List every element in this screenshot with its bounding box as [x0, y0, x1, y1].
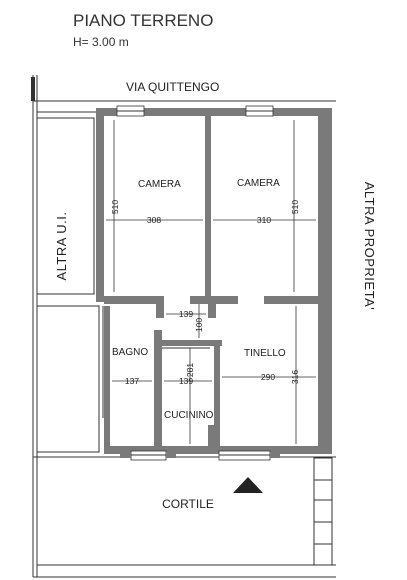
- dim-tinello-width: 290: [261, 372, 275, 382]
- west-wall-lower: [104, 306, 110, 454]
- dim-camera-1-height: 510: [110, 200, 120, 214]
- south-wall: [104, 446, 332, 454]
- left-boundary-mark: [31, 77, 35, 101]
- camera-partition-wall: [205, 116, 211, 302]
- room-label-camera-1: CAMERA: [138, 179, 181, 190]
- courtyard-label: CORTILE: [162, 497, 214, 511]
- room-label-bagno: BAGNO: [112, 347, 148, 358]
- dim-camera-2-width: 310: [257, 215, 271, 225]
- plan-title: PIANO TERRENO: [73, 11, 213, 30]
- left-unit-room-top: [36, 117, 95, 295]
- dim-corridor-depth: 100: [194, 318, 204, 332]
- cucinino-east-wall: [214, 346, 220, 446]
- dim-tinello-depth: 316: [290, 370, 300, 384]
- north-wall: [96, 108, 319, 116]
- room-label-tinello: TINELLO: [244, 348, 286, 359]
- dim-corridor-width: 139: [179, 309, 193, 319]
- dim-camera-1-width: 308: [147, 215, 161, 225]
- bagno-east-wall: [154, 330, 162, 446]
- wall-camera1-bottom-left: [104, 296, 164, 304]
- west-wall-upper: [96, 108, 104, 302]
- dim-cucinino-width: 139: [179, 376, 193, 386]
- room-label-cucinino: CUCININO: [164, 410, 214, 421]
- left-unit-room-bottom: [36, 305, 100, 453]
- dim-camera-2-height: 510: [290, 200, 300, 214]
- east-wall: [318, 108, 332, 453]
- courtyard-stair: [313, 457, 333, 566]
- wall-camera-bottom-mid: [190, 296, 238, 304]
- dim-bagno-width: 137: [125, 376, 139, 386]
- street-label: VIA QUITTENGO: [126, 80, 219, 94]
- wall-camera2-bottom-right: [264, 296, 319, 304]
- dim-cucinino-depth: 281: [185, 363, 195, 377]
- left-neighbor-label: ALTRA U.I.: [54, 211, 69, 280]
- entrance-arrow-icon: [233, 477, 263, 493]
- height-note: H= 3.00 m: [73, 35, 129, 49]
- right-neighbor-label: ALTRA PROPRIETA': [362, 182, 377, 310]
- cucinino-north-wall: [162, 340, 222, 346]
- room-label-camera-2: CAMERA: [237, 178, 280, 189]
